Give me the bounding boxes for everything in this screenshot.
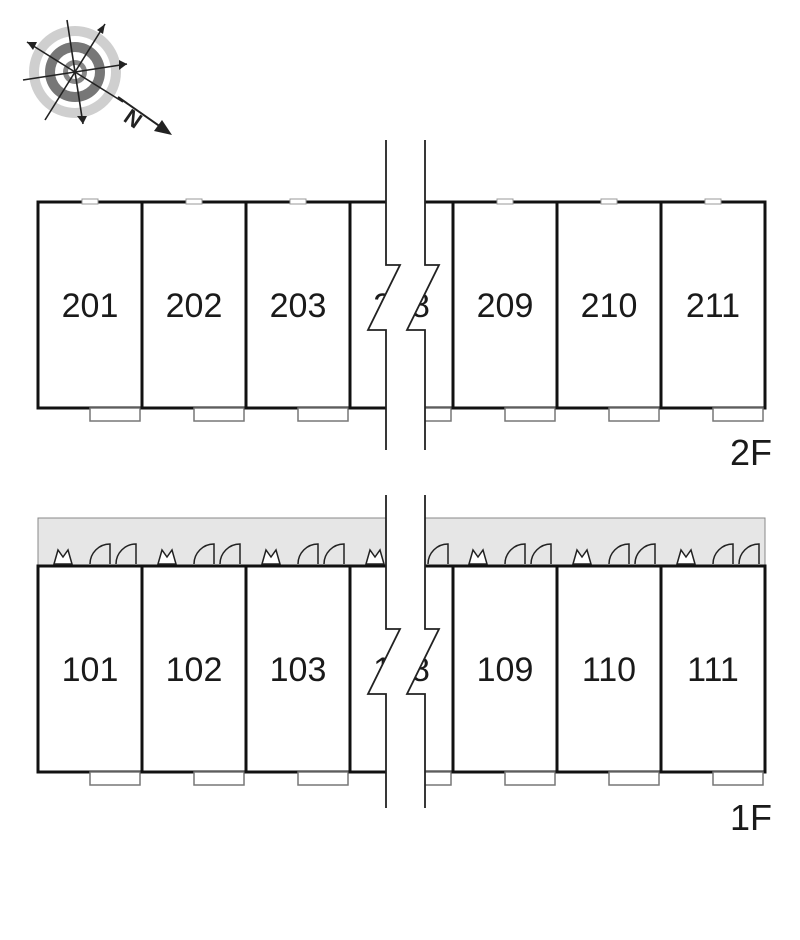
- room-number: 103: [270, 651, 327, 689]
- room-number: 111: [687, 651, 739, 689]
- break-mark: [368, 140, 439, 450]
- room-number: 109: [477, 651, 534, 689]
- meter-icon: [468, 548, 488, 565]
- door-icon: [219, 543, 241, 565]
- room-outline: [555, 564, 663, 774]
- break-line: [366, 140, 402, 450]
- compass-rose-icon: [22, 19, 128, 125]
- balcony: [193, 407, 245, 422]
- meter-icon: [53, 548, 73, 565]
- balcony: [712, 407, 764, 422]
- window-icon: [600, 198, 618, 205]
- door-icon: [608, 543, 630, 565]
- room-111[interactable]: 111: [659, 543, 767, 786]
- door-icon: [89, 543, 111, 565]
- door-icon: [712, 543, 734, 565]
- floor-2: 2012022032082092102112F: [36, 140, 772, 473]
- room-outline: [140, 564, 248, 774]
- room-number: 209: [477, 287, 534, 325]
- door-icon: [427, 543, 449, 565]
- room-110[interactable]: 110: [555, 543, 663, 786]
- door-icon: [530, 543, 552, 565]
- balcony: [89, 407, 141, 422]
- door-icon: [504, 543, 526, 565]
- room-outline: [244, 564, 352, 774]
- door-icon: [115, 543, 137, 565]
- balcony: [297, 407, 349, 422]
- balcony: [193, 771, 245, 786]
- room-number: 202: [166, 287, 223, 325]
- break-mark: [368, 495, 439, 808]
- room-outline: [659, 200, 767, 410]
- floor-label: 1F: [730, 797, 772, 838]
- room-101[interactable]: 101: [36, 543, 144, 786]
- balcony: [297, 771, 349, 786]
- break-line: [405, 140, 441, 450]
- door-icon: [193, 543, 215, 565]
- room-number: 211: [686, 287, 740, 325]
- balcony: [712, 771, 764, 786]
- break-line: [366, 495, 402, 808]
- meter-icon: [676, 548, 696, 565]
- room-202[interactable]: 202: [140, 198, 248, 422]
- window-icon: [704, 198, 722, 205]
- window-icon: [289, 198, 307, 205]
- room-outline: [36, 200, 144, 410]
- room-103[interactable]: 103: [244, 543, 352, 786]
- door-icon: [738, 543, 760, 565]
- room-209[interactable]: 209: [451, 198, 559, 422]
- room-210[interactable]: 210: [555, 198, 663, 422]
- door-icon: [634, 543, 656, 565]
- door-icon: [323, 543, 345, 565]
- meter-icon: [157, 548, 177, 565]
- meter-icon: [572, 548, 592, 565]
- meter-icon: [261, 548, 281, 565]
- balcony: [608, 407, 660, 422]
- room-number: 203: [270, 287, 327, 325]
- room-203[interactable]: 203: [244, 198, 352, 422]
- room-211[interactable]: 211: [659, 198, 767, 422]
- window-icon: [496, 198, 514, 205]
- room-outline: [659, 564, 767, 774]
- north-arrow-icon: N: [117, 96, 172, 135]
- room-number: 110: [582, 651, 636, 689]
- room-number: 201: [62, 287, 119, 325]
- balcony: [504, 407, 556, 422]
- room-201[interactable]: 201: [36, 198, 144, 422]
- room-number: 102: [166, 651, 223, 689]
- room-number: 210: [581, 287, 638, 325]
- north-label: N: [119, 104, 146, 134]
- balcony: [504, 771, 556, 786]
- floor-1: 1011021031081091101111F: [36, 495, 772, 838]
- door-icon: [297, 543, 319, 565]
- balcony: [89, 771, 141, 786]
- balcony: [608, 771, 660, 786]
- window-icon: [81, 198, 99, 205]
- room-number: 101: [62, 651, 119, 689]
- room-outline: [244, 200, 352, 410]
- room-102[interactable]: 102: [140, 543, 248, 786]
- window-icon: [185, 198, 203, 205]
- break-line: [405, 495, 441, 808]
- meter-icon: [365, 548, 385, 565]
- room-109[interactable]: 109: [451, 543, 559, 786]
- floor-label: 2F: [730, 432, 772, 473]
- room-outline: [36, 564, 144, 774]
